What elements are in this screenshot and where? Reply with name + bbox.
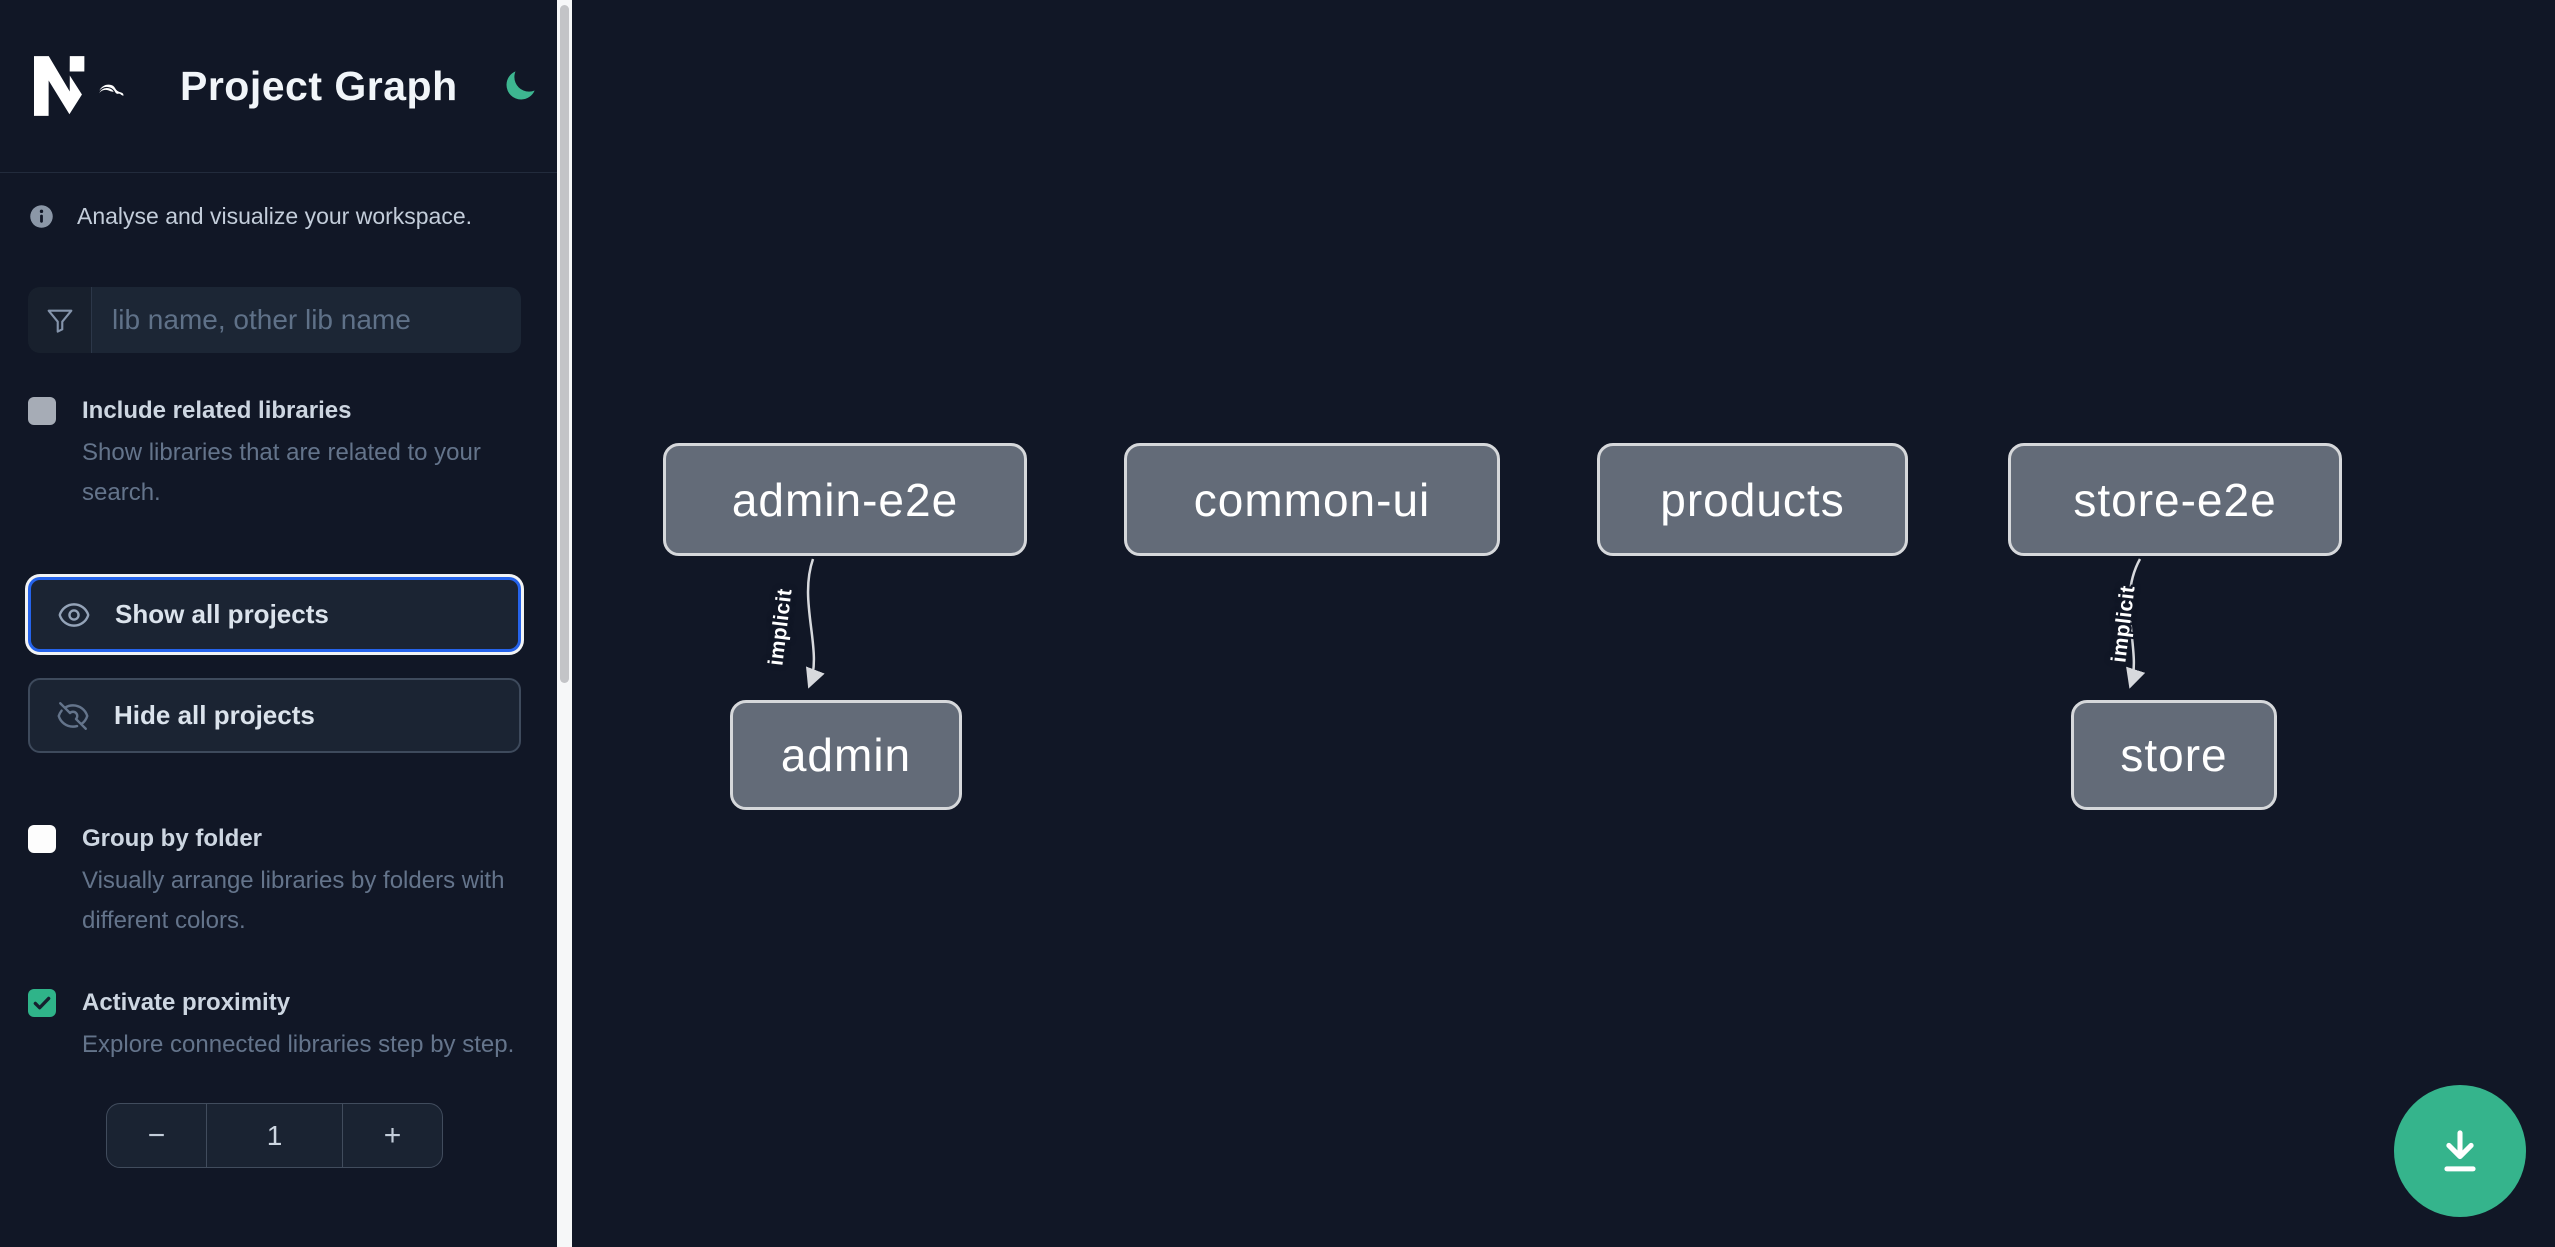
proximity-depth-stepper: − 1 + <box>106 1103 443 1168</box>
checkbox-unchecked[interactable] <box>28 397 56 425</box>
graph-node-admin-e2e[interactable]: admin-e2e <box>663 443 1027 556</box>
stepper-decrement-button[interactable]: − <box>107 1104 206 1167</box>
graph-edges <box>805 558 2146 689</box>
checkbox-description: Visually arrange libraries by folders wi… <box>82 867 505 934</box>
sidebar-scrollbar <box>557 0 572 1247</box>
stepper-increment-button[interactable]: + <box>343 1104 442 1167</box>
checkbox-description: Show libraries that are related to your … <box>82 439 481 506</box>
sidebar-header: Project Graph <box>0 0 557 173</box>
info-text: Analyse and visualize your workspace. <box>77 203 473 229</box>
checkbox-activate-proximity: Activate proximity Explore connected lib… <box>28 987 521 1065</box>
search-input[interactable] <box>92 287 521 353</box>
info-circle-icon <box>30 205 53 228</box>
check-icon <box>33 996 51 1010</box>
hide-all-projects-label: Hide all projects <box>114 700 315 730</box>
graph-node-store-e2e[interactable]: store-e2e <box>2008 443 2342 556</box>
theme-toggle-button[interactable] <box>500 66 540 106</box>
filter-funnel-icon <box>28 287 92 353</box>
download-icon <box>2444 1130 2476 1172</box>
checkbox-unchecked[interactable] <box>28 825 56 853</box>
download-graph-button[interactable] <box>2394 1085 2526 1217</box>
stepper-value[interactable]: 1 <box>206 1104 343 1167</box>
checkbox-description: Explore connected libraries step by step… <box>82 1031 515 1058</box>
search-box <box>28 287 521 353</box>
hide-all-projects-button[interactable]: Hide all projects <box>28 678 521 753</box>
eye-icon <box>58 602 90 627</box>
show-all-projects-label: Show all projects <box>115 599 329 629</box>
eye-off-icon <box>57 701 89 730</box>
sidebar: Project Graph Analyse and visualize your… <box>0 0 572 1247</box>
graph-node-common-ui[interactable]: common-ui <box>1124 443 1500 556</box>
graph-node-products[interactable]: products <box>1597 443 1908 556</box>
checkbox-checked[interactable] <box>28 989 56 1017</box>
page-title: Project Graph <box>180 62 458 109</box>
workspace-info: Analyse and visualize your workspace. <box>28 203 521 230</box>
checkbox-group-by-folder: Group by folder Visually arrange librari… <box>28 823 521 941</box>
moon-icon <box>506 71 535 100</box>
graph-canvas[interactable]: implicit implicit admin-e2e common-ui pr… <box>572 0 2555 1247</box>
edge-admin-e2e-to-admin <box>805 558 825 689</box>
checkbox-label[interactable]: Include related libraries <box>82 397 352 424</box>
scrollbar-thumb[interactable] <box>560 5 569 683</box>
show-all-projects-button[interactable]: Show all projects <box>28 577 521 652</box>
checkbox-label[interactable]: Group by folder <box>82 825 262 852</box>
checkbox-include-related-libraries: Include related libraries Show libraries… <box>28 395 521 513</box>
edge-label-implicit: implicit <box>2107 584 2140 664</box>
nx-logo-icon <box>34 56 124 116</box>
graph-node-store[interactable]: store <box>2071 700 2277 810</box>
edge-label-implicit: implicit <box>764 587 797 667</box>
graph-node-admin[interactable]: admin <box>730 700 962 810</box>
checkbox-label[interactable]: Activate proximity <box>82 989 291 1016</box>
